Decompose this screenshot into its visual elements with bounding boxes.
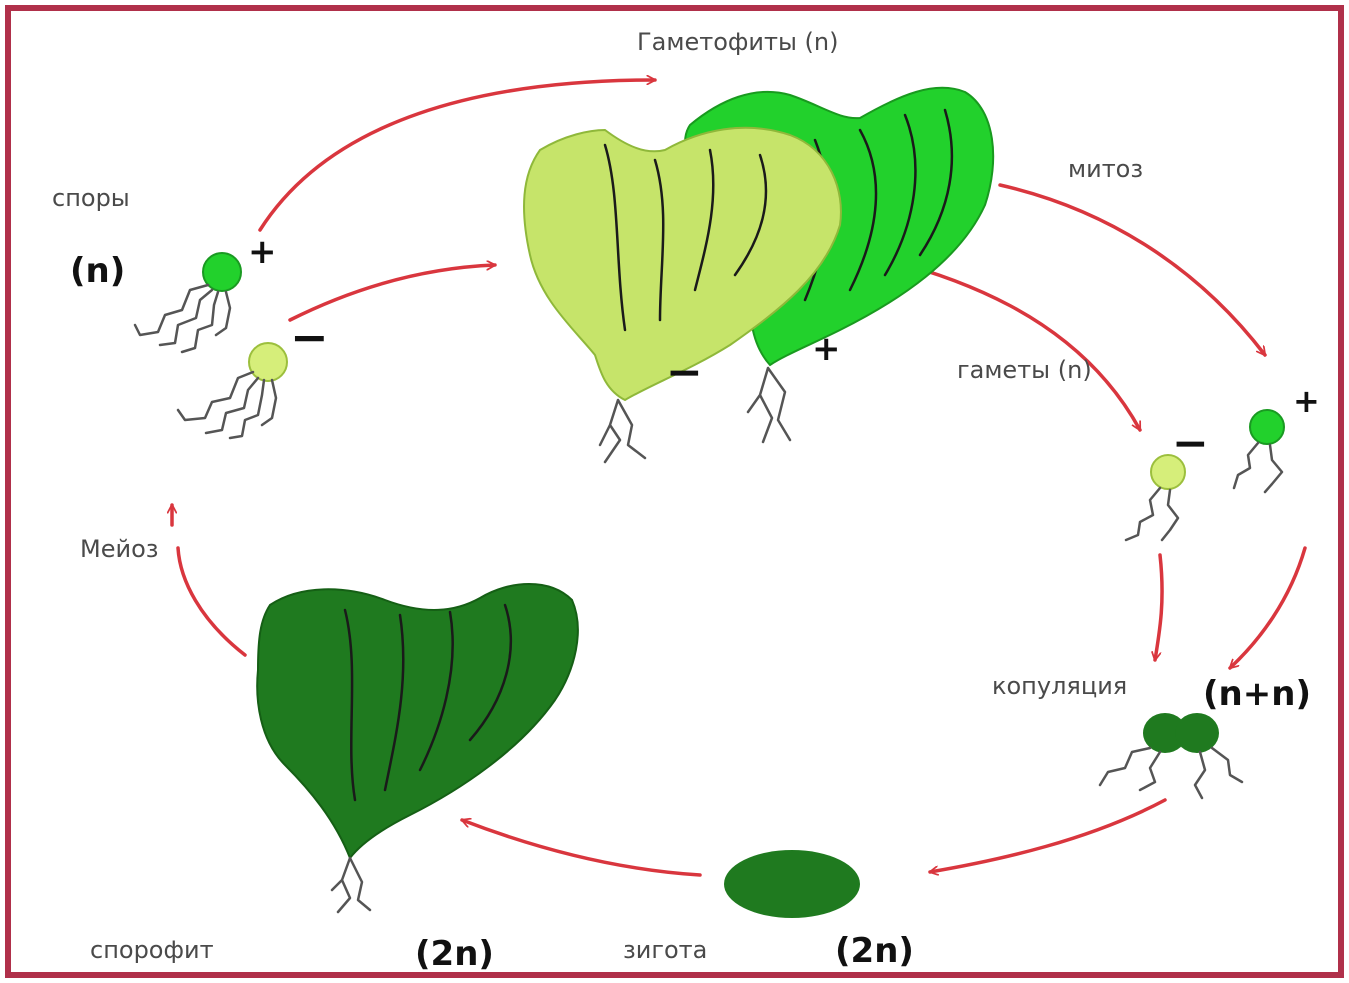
spores-ploidy-label: (n) [70, 251, 125, 291]
mitosis-label: митоз [1068, 155, 1143, 183]
gametophyte-minus [524, 128, 841, 462]
spores-label: споры [52, 184, 130, 212]
arrow-mitosis-plus [1000, 185, 1265, 355]
gametes-label: гаметы (n) [957, 356, 1092, 384]
gametophyte-plus-sign: + [812, 329, 841, 369]
sporophyte [257, 584, 578, 912]
meiosis-label: Мейоз [80, 535, 159, 563]
arrow-zygote-to-sporophyte [462, 820, 700, 875]
sporophyte-ploidy-label: (2n) [415, 934, 494, 974]
spore-plus-sign: + [248, 232, 277, 272]
gamete-plus-sign: + [1293, 382, 1320, 420]
spore-plus [135, 253, 241, 352]
sporophyte-label: спорофит [90, 936, 214, 964]
zygote [724, 850, 860, 918]
copulation-cells [1100, 713, 1242, 798]
arrow-gamete-minus-down [1155, 555, 1162, 660]
arrow-sporophyte-to-meiosis [178, 548, 245, 655]
gametophytes-label: Гаметофиты (n) [637, 28, 839, 56]
copulation-ploidy-label: (n+n) [1203, 674, 1311, 714]
zygote-ploidy-label: (2n) [835, 931, 914, 971]
arrow-gamete-plus-down [1230, 548, 1305, 668]
arrow-copulation-to-zygote [930, 800, 1165, 872]
zygote-label: зигота [623, 936, 707, 964]
gamete-minus-sign: − [1172, 418, 1209, 469]
spore-minus-sign: − [290, 310, 329, 364]
spore-minus [178, 343, 287, 438]
copulation-label: копуляция [992, 672, 1127, 700]
gametophyte-minus-sign: − [666, 347, 703, 398]
gamete-plus [1234, 410, 1284, 492]
